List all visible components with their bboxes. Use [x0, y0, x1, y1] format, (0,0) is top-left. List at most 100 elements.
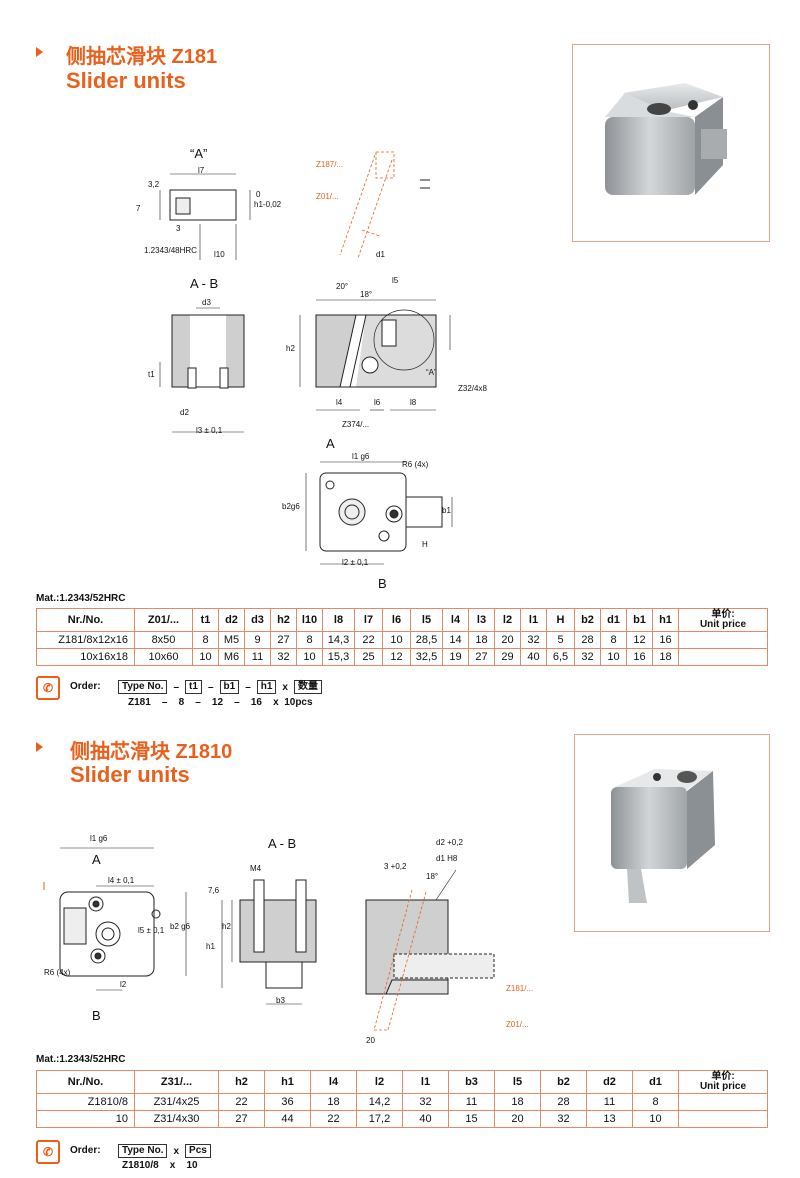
table-header: l4 [442, 608, 469, 632]
table-cell: 12 [626, 631, 653, 649]
order-sep: – [173, 681, 180, 693]
table-cell: 5 [546, 631, 575, 649]
label-d2: d2 +0,2 [436, 838, 463, 847]
table-cell: 8 [296, 631, 323, 649]
table-cell-price [678, 648, 768, 666]
table-header: l2 [356, 1070, 403, 1094]
table-header: l10 [296, 608, 323, 632]
table-header: d2 [586, 1070, 633, 1094]
table-cell: 18 [494, 1093, 541, 1111]
table-header: h2 [270, 608, 297, 632]
table-cell: 32 [402, 1093, 449, 1111]
table-header: l6 [382, 608, 411, 632]
table-cell: 10 [296, 648, 323, 666]
label-b: B [378, 576, 387, 591]
table-cell: 19 [442, 648, 469, 666]
table-header: l5 [410, 608, 443, 632]
table-cell: 32 [574, 648, 601, 666]
table-cell: 27 [270, 631, 297, 649]
section-title-en: Slider units [70, 762, 190, 787]
table-header-unit-price: 单价:Unit price [678, 1070, 768, 1094]
label-d1: d1 [376, 250, 385, 259]
label-a: A [326, 436, 335, 451]
order-box-b1: b1 [219, 680, 240, 694]
table-cell: 8 [632, 1093, 679, 1111]
label-l6: l6 [374, 398, 381, 407]
order-box-type-no: Type No. [118, 1144, 168, 1158]
table-cell: 27 [468, 648, 495, 666]
label-a: A [92, 852, 101, 867]
label-l8: l8 [410, 398, 417, 407]
label-a-b: A - B [268, 836, 297, 851]
table-cell: 10 [192, 648, 219, 666]
table-cell: 8 [192, 631, 219, 649]
table-cell: 14,2 [356, 1093, 403, 1111]
order-sep: x [173, 1145, 180, 1157]
table-cell: 28 [540, 1093, 587, 1111]
table-header: d1 [632, 1070, 679, 1094]
label-h2: h2 [222, 922, 231, 931]
label-d1: d1 H8 [436, 854, 458, 863]
table-cell: 22 [310, 1110, 357, 1128]
order-sep: x [282, 681, 288, 693]
table-cell: 36 [264, 1093, 311, 1111]
order-formula: Type No. – t1 – b1 – h1 x 数量 [118, 680, 322, 694]
order-example: Z181 – 8 – 12 – 16 x 10pcs [128, 697, 313, 708]
label-l4: l4 ± 0,1 [108, 876, 135, 885]
label-b: B [92, 1008, 101, 1023]
label-18-deg: 18° [426, 872, 439, 881]
section-title-cn: 侧抽芯滑块 Z1810 [70, 741, 233, 763]
label-zero: 0 [256, 190, 261, 199]
table-header: b2 [574, 608, 601, 632]
table-cell: 13 [586, 1110, 633, 1128]
section-bullet-icon [36, 742, 43, 752]
label-b2g6: b2g6 [282, 502, 300, 511]
table-cell: 14 [442, 631, 469, 649]
table-header: l3 [468, 608, 495, 632]
table-cell: 25 [354, 648, 383, 666]
table-cell: 12 [382, 648, 411, 666]
label-3: 3 [176, 224, 181, 233]
table-header: l1 [402, 1070, 449, 1094]
phone-order-icon: ✆ [36, 676, 60, 700]
table-cell: 10 [632, 1110, 679, 1128]
table-cell: 32,5 [410, 648, 443, 666]
label-3-2: 3,2 [148, 180, 160, 189]
table-cell-price [678, 631, 768, 649]
table-cell: 8x50 [134, 631, 193, 649]
order-sep: – [245, 681, 251, 693]
table-header: d1 [600, 608, 627, 632]
label-20: 20 [366, 1036, 375, 1045]
table-cell-price [678, 1093, 768, 1111]
label-l1-g6: l1 g6 [90, 834, 108, 843]
table-header: l1 [520, 608, 547, 632]
table-header: h2 [218, 1070, 265, 1094]
label-r6: R6 (4x) [44, 968, 71, 977]
order-label: Order: [70, 681, 101, 692]
label-l10: l10 [214, 250, 225, 259]
table-cell: Z31/4x30 [134, 1110, 219, 1128]
order-section: ✆ [36, 676, 60, 700]
table-cell: 15 [448, 1110, 495, 1128]
label-z01: Z01/... [316, 192, 339, 201]
label-z32: Z32/4x8 [458, 384, 487, 393]
label-r6: R6 (4x) [402, 460, 429, 469]
order-box-pcs: Pcs [185, 1144, 211, 1158]
material-note: Mat.:1.2343/52HRC [36, 1054, 126, 1065]
table-header: l7 [354, 608, 383, 632]
table-header: l4 [310, 1070, 357, 1094]
label-h1: h1 [206, 942, 215, 951]
table-header: l5 [494, 1070, 541, 1094]
label-20-deg: 20° [336, 282, 349, 291]
technical-drawing-z181: “A” l7 3,2 7 3 h1-0,02 0 1.2343/48HRC l1… [130, 140, 487, 591]
table-header: l2 [494, 608, 521, 632]
label-H: H [422, 540, 428, 549]
label-7: 7 [136, 204, 141, 213]
label-b1: b1 [442, 506, 451, 515]
table-cell: 44 [264, 1110, 311, 1128]
order-example: Z1810/8 x 10 [122, 1160, 198, 1171]
